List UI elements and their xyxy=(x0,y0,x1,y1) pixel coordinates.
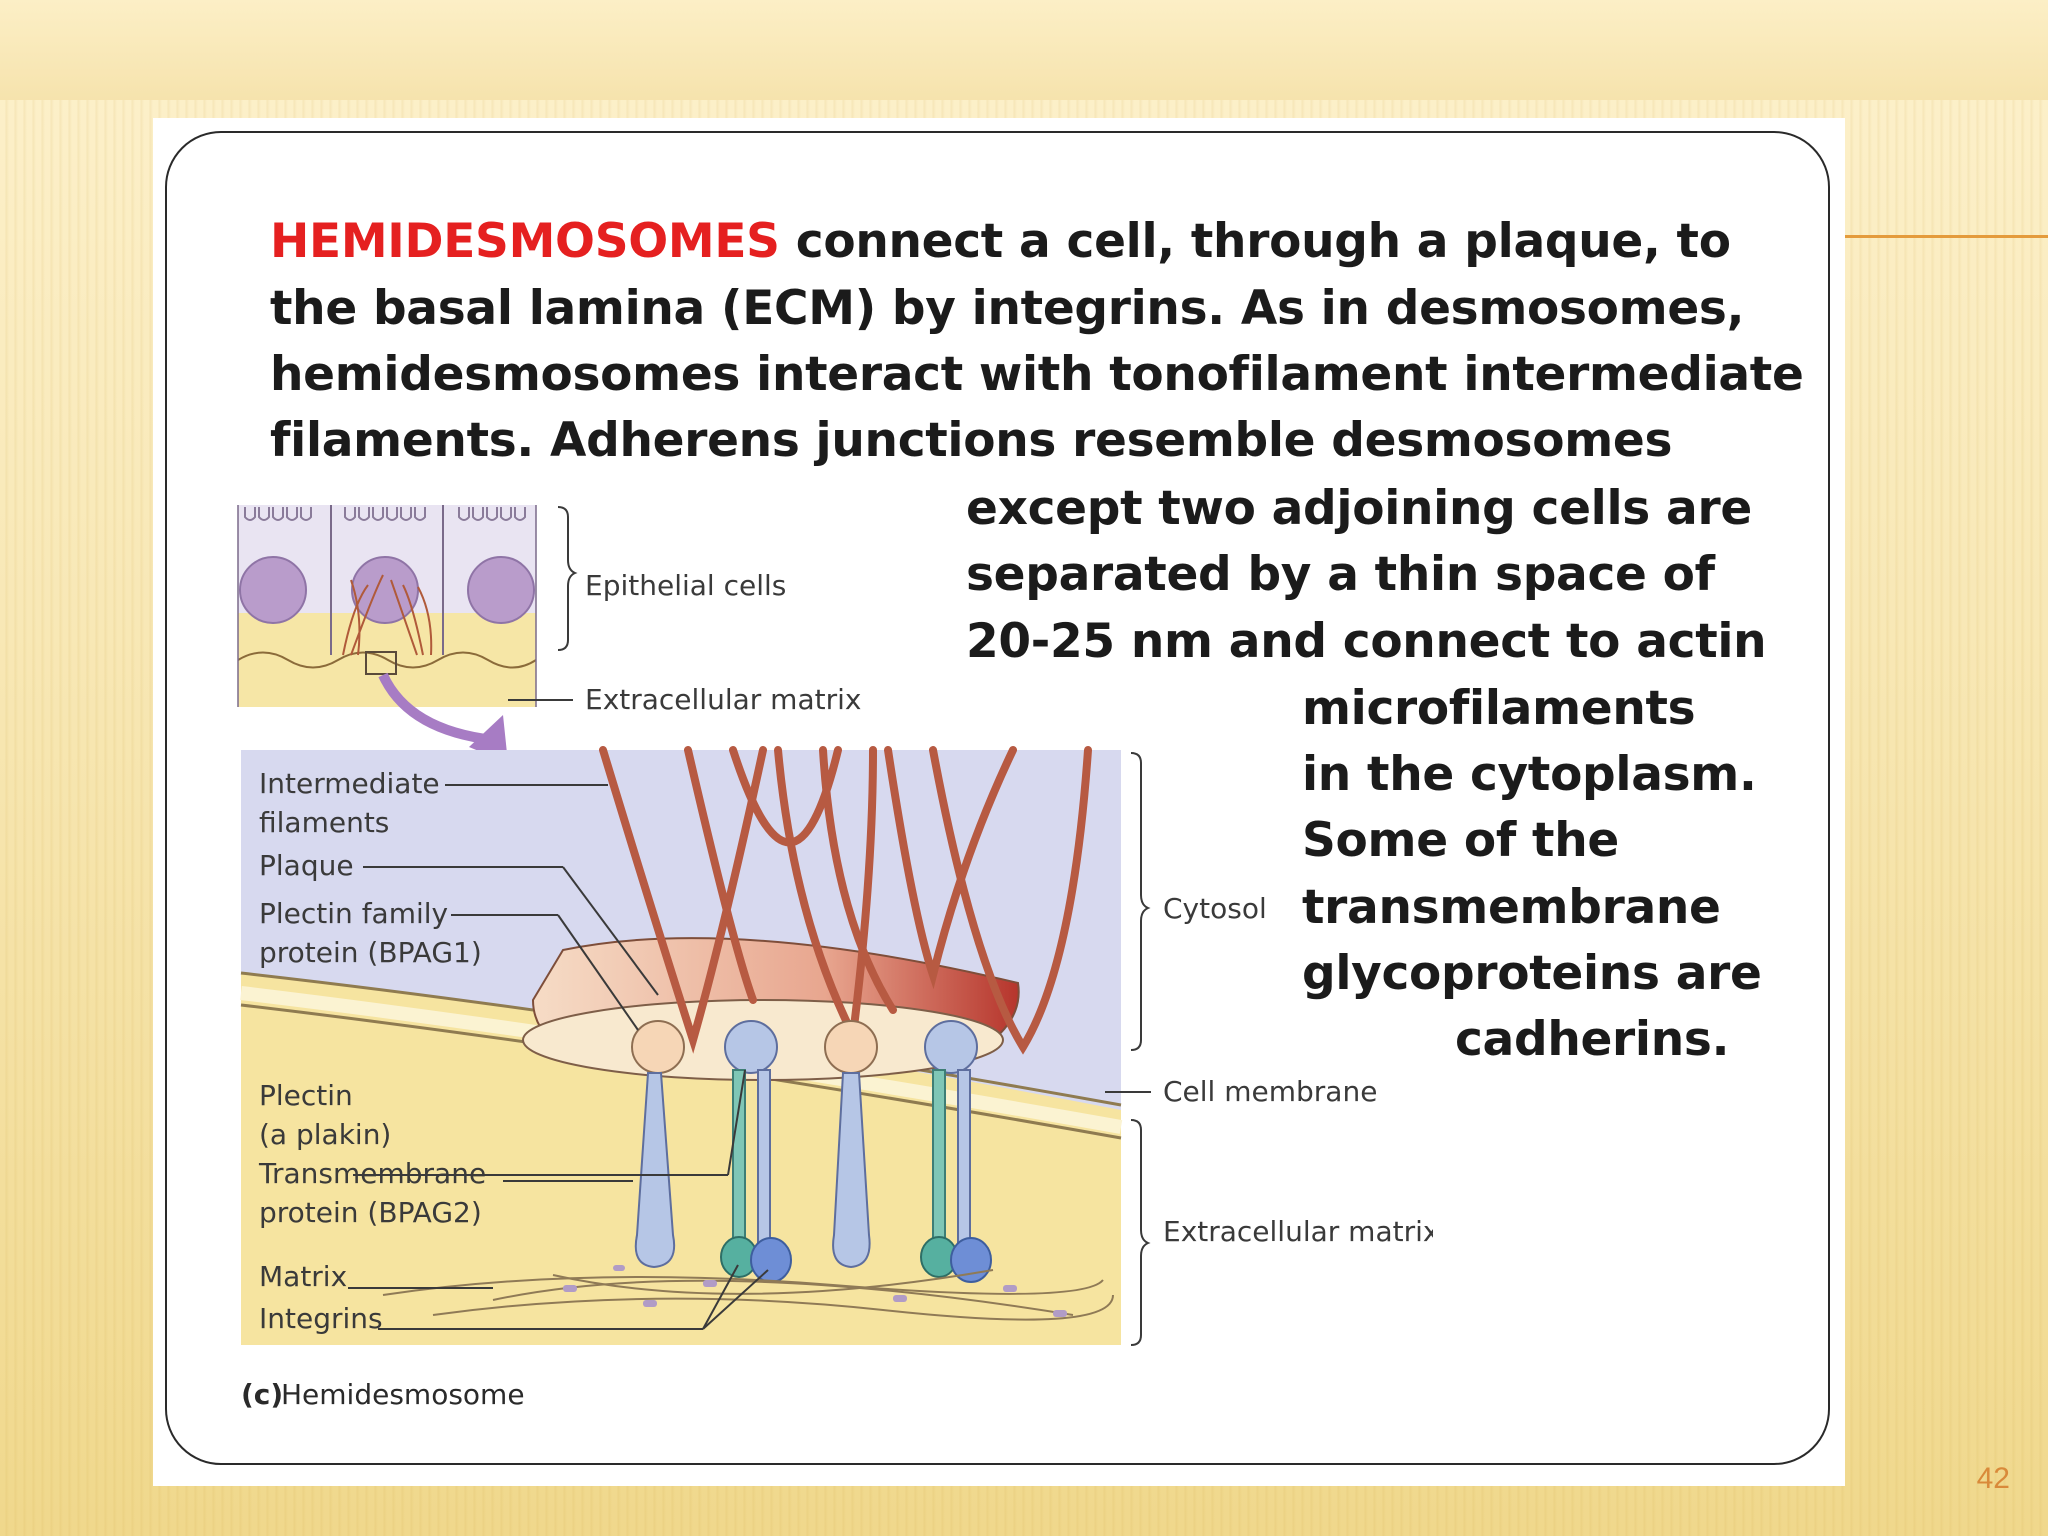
hemidesmosome-main xyxy=(240,746,1123,1345)
label-protein-bpag2: protein (BPAG2) xyxy=(259,1196,482,1229)
paragraph-line-12: glycoproteins are xyxy=(1302,946,1762,1001)
matrix-fibers xyxy=(382,1269,1114,1321)
slide-top-band xyxy=(0,0,2048,100)
paragraph-line-5: except two adjoining cells are xyxy=(966,481,1752,536)
page-number: 42 xyxy=(1976,1462,2010,1495)
hemidesmosome-figure: Epithelial cells Extracellular matrix In… xyxy=(233,495,1439,1435)
leader-lines xyxy=(348,699,1151,1330)
content-frame xyxy=(165,131,1830,1465)
label-transmembrane: Transmembrane xyxy=(258,1157,486,1190)
epithelium-inset xyxy=(237,505,537,707)
paragraph-line-8: microfilaments xyxy=(1302,681,1696,736)
label-extracellular-matrix-bottom: Extracellular matrix xyxy=(1163,1215,1433,1248)
paragraph-line-1: HEMIDESMOSOMES connect a cell, through a… xyxy=(270,214,1731,269)
line-1-rest: connect a cell, through a plaque, to xyxy=(779,214,1731,269)
hemidesmosome-diagram: Epithelial cells Extracellular matrix In… xyxy=(237,505,1439,1411)
label-plectin-family: Plectin family xyxy=(259,897,448,930)
label-integrins: Integrins xyxy=(259,1302,383,1335)
highlight-term: HEMIDESMOSOMES xyxy=(270,214,780,269)
label-a-plakin: (a plakin) xyxy=(259,1118,391,1151)
label-extracellular-matrix-top: Extracellular matrix xyxy=(585,683,861,716)
matrix-particles xyxy=(563,1265,1067,1317)
label-intermediate: Intermediate xyxy=(259,767,440,800)
paragraph-line-4: filaments. Adherens junctions resemble d… xyxy=(270,413,1673,468)
paragraph-line-9: in the cytoplasm. xyxy=(1302,747,1757,802)
caption-text: Hemidesmosome xyxy=(281,1378,525,1411)
label-cytosol: Cytosol xyxy=(1163,892,1267,925)
label-matrix: Matrix xyxy=(259,1260,347,1293)
brackets xyxy=(557,506,1151,1346)
label-epithelial-cells: Epithelial cells xyxy=(585,569,786,602)
accent-line xyxy=(1842,235,2048,238)
label-cell-membrane: Cell membrane xyxy=(1163,1075,1377,1108)
label-filaments: filaments xyxy=(259,806,389,839)
label-plaque: Plaque xyxy=(259,849,354,882)
label-plectin: Plectin xyxy=(259,1079,353,1112)
paragraph-line-6: separated by a thin space of xyxy=(966,547,1715,602)
caption-letter: (c) xyxy=(241,1378,283,1411)
label-protein-bpag1: protein (BPAG1) xyxy=(259,936,482,969)
paragraph-line-3: hemidesmosomes interact with tonofilamen… xyxy=(270,347,1804,402)
bpag2-proteins xyxy=(634,1072,871,1269)
paragraph-line-2: the basal lamina (ECM) by integrins. As … xyxy=(270,281,1745,336)
paragraph-line-11: transmembrane xyxy=(1302,880,1721,935)
paragraph-line-13: cadherins. xyxy=(1455,1012,1730,1067)
paragraph-line-7: 20-25 nm and connect to actin xyxy=(966,614,1767,669)
integrin-units xyxy=(720,1069,992,1283)
paragraph-line-10: Some of the xyxy=(1302,813,1619,868)
